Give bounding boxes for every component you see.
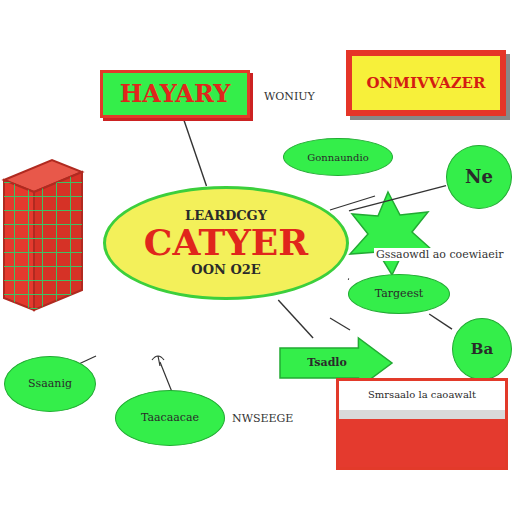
node-text: Tsadlo bbox=[307, 357, 347, 369]
connector-line bbox=[429, 314, 452, 329]
connector-line bbox=[278, 300, 313, 338]
ellipse-node: Ssaanig bbox=[4, 356, 96, 412]
scissor-mark bbox=[152, 356, 164, 366]
note-label: NWSEEGE bbox=[230, 412, 295, 425]
leader-line bbox=[330, 318, 350, 330]
note-label: Gssaowdl ao coewiaeir bbox=[374, 248, 505, 261]
ellipse-node: Taacaacae bbox=[115, 390, 225, 446]
node-text: Gonnaundio bbox=[307, 152, 368, 163]
node-text: Ne bbox=[465, 167, 493, 187]
node-text: CATYER bbox=[144, 223, 308, 263]
connector-line bbox=[348, 278, 349, 280]
note-label: WONIUY bbox=[262, 90, 317, 103]
leader-line bbox=[160, 362, 172, 392]
node-text: Ba bbox=[471, 341, 493, 358]
node-text: Smrsaalo la caoawalt bbox=[368, 389, 476, 400]
node-text: OON O2E bbox=[191, 263, 260, 277]
node-text: ONMIVVAZER bbox=[367, 75, 486, 92]
connector-line bbox=[183, 118, 206, 186]
node-text: Targeest bbox=[375, 288, 423, 300]
ellipse-node: LEARDCGYCATYEROON O2E bbox=[103, 186, 349, 300]
connector-line bbox=[349, 186, 446, 211]
ellipse-node: Ba bbox=[452, 318, 512, 380]
node-text: HAYARY bbox=[120, 81, 231, 107]
process-box: ONMIVVAZER bbox=[346, 50, 506, 116]
process-box: HAYARY bbox=[100, 70, 250, 118]
ellipse-node: Gonnaundio bbox=[283, 138, 393, 176]
node-text: Taacaacae bbox=[141, 412, 199, 424]
cube-figure bbox=[4, 160, 82, 310]
ellipse-node: Targeest bbox=[348, 274, 450, 314]
process-box: Smrsaalo la caoawalt bbox=[336, 378, 508, 470]
ellipse-node: Ne bbox=[446, 145, 512, 209]
node-text: Ssaanig bbox=[28, 378, 72, 390]
node-text: LEARDCGY bbox=[185, 209, 267, 223]
leader-line bbox=[330, 196, 375, 210]
star-shape bbox=[350, 192, 432, 275]
